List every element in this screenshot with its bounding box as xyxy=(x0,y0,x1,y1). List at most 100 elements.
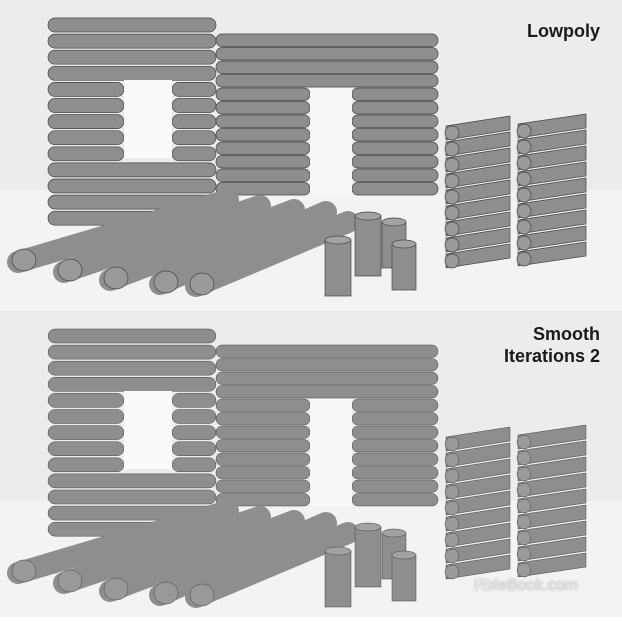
lying-log xyxy=(149,512,337,606)
log xyxy=(215,344,439,358)
log xyxy=(215,425,311,439)
log xyxy=(47,473,217,489)
log-end xyxy=(516,219,532,235)
lowpoly-panel: Lowpoly xyxy=(0,0,622,306)
log-end xyxy=(516,187,532,203)
relebook-logo-icon xyxy=(475,577,491,594)
log xyxy=(47,409,125,424)
log xyxy=(47,360,217,376)
log xyxy=(171,409,217,424)
cylinder xyxy=(391,554,417,602)
log xyxy=(215,87,311,101)
log xyxy=(351,155,439,169)
log-end xyxy=(444,500,460,516)
log-end xyxy=(444,205,460,221)
log-end xyxy=(153,270,179,294)
log xyxy=(47,178,217,194)
lying-log xyxy=(185,522,359,608)
log-end xyxy=(57,258,83,282)
log xyxy=(47,377,217,392)
log xyxy=(215,114,311,128)
lying-log xyxy=(7,189,239,273)
panel-divider xyxy=(0,306,622,311)
log xyxy=(215,371,439,385)
log-end xyxy=(57,569,83,593)
log xyxy=(215,128,311,142)
log-end xyxy=(516,482,532,498)
log-end xyxy=(444,237,460,253)
log xyxy=(215,74,439,88)
log xyxy=(47,17,217,33)
log xyxy=(47,344,217,360)
cylinder-top xyxy=(354,211,382,221)
smooth-panel: Smooth Iterations 2 ReleBook.com xyxy=(0,311,622,617)
log xyxy=(351,114,439,128)
log xyxy=(351,168,439,182)
lying-logs xyxy=(7,189,359,297)
cylinder xyxy=(354,526,382,588)
log-end xyxy=(516,203,532,219)
cylinder-top xyxy=(381,528,407,538)
lying-log xyxy=(53,506,271,594)
log xyxy=(171,441,217,456)
log-end xyxy=(516,498,532,514)
log xyxy=(351,466,439,480)
log xyxy=(171,425,217,440)
corner-stacks xyxy=(444,113,587,269)
log-end xyxy=(516,434,532,450)
log-end xyxy=(516,171,532,187)
log-end xyxy=(516,139,532,155)
log xyxy=(47,65,217,81)
cylinder-top xyxy=(381,217,407,227)
cylinder-top xyxy=(324,235,352,245)
log-end xyxy=(444,548,460,564)
cylinder xyxy=(324,550,352,608)
log xyxy=(47,328,217,344)
log-end xyxy=(11,559,37,583)
log xyxy=(171,114,217,129)
left-wall xyxy=(47,17,217,226)
log-end xyxy=(444,452,460,468)
log xyxy=(351,479,439,493)
cylinder xyxy=(391,243,417,291)
log xyxy=(215,452,311,466)
label-line: Iterations 2 xyxy=(503,346,600,366)
corner-stacks xyxy=(444,424,587,580)
window-opening xyxy=(124,80,172,158)
log-end xyxy=(516,251,532,267)
watermark-text: ReleBook.com xyxy=(473,577,578,594)
log xyxy=(215,479,311,493)
lowpoly-render xyxy=(0,0,622,306)
lying-logs xyxy=(7,500,359,608)
log-end xyxy=(516,123,532,139)
log-end xyxy=(444,436,460,452)
log xyxy=(215,47,439,61)
log xyxy=(171,457,217,473)
log-end xyxy=(516,235,532,251)
log xyxy=(47,425,125,440)
log-end xyxy=(444,564,460,580)
cylinder-top xyxy=(391,239,417,249)
log-end xyxy=(189,272,215,296)
log xyxy=(351,493,439,507)
log xyxy=(47,393,125,408)
log-end xyxy=(444,253,460,269)
log xyxy=(215,168,311,182)
log xyxy=(47,98,125,113)
log xyxy=(215,33,439,47)
log-end xyxy=(444,189,460,205)
log xyxy=(215,412,311,426)
log-cylinders xyxy=(324,211,417,297)
log xyxy=(171,393,217,408)
log xyxy=(47,33,217,49)
log xyxy=(215,358,439,372)
log xyxy=(215,141,311,155)
log-end xyxy=(444,157,460,173)
log-end xyxy=(516,514,532,530)
cylinder xyxy=(354,215,382,277)
log xyxy=(47,114,125,129)
log-end xyxy=(103,577,129,601)
log xyxy=(215,398,311,412)
log-end xyxy=(444,484,460,500)
